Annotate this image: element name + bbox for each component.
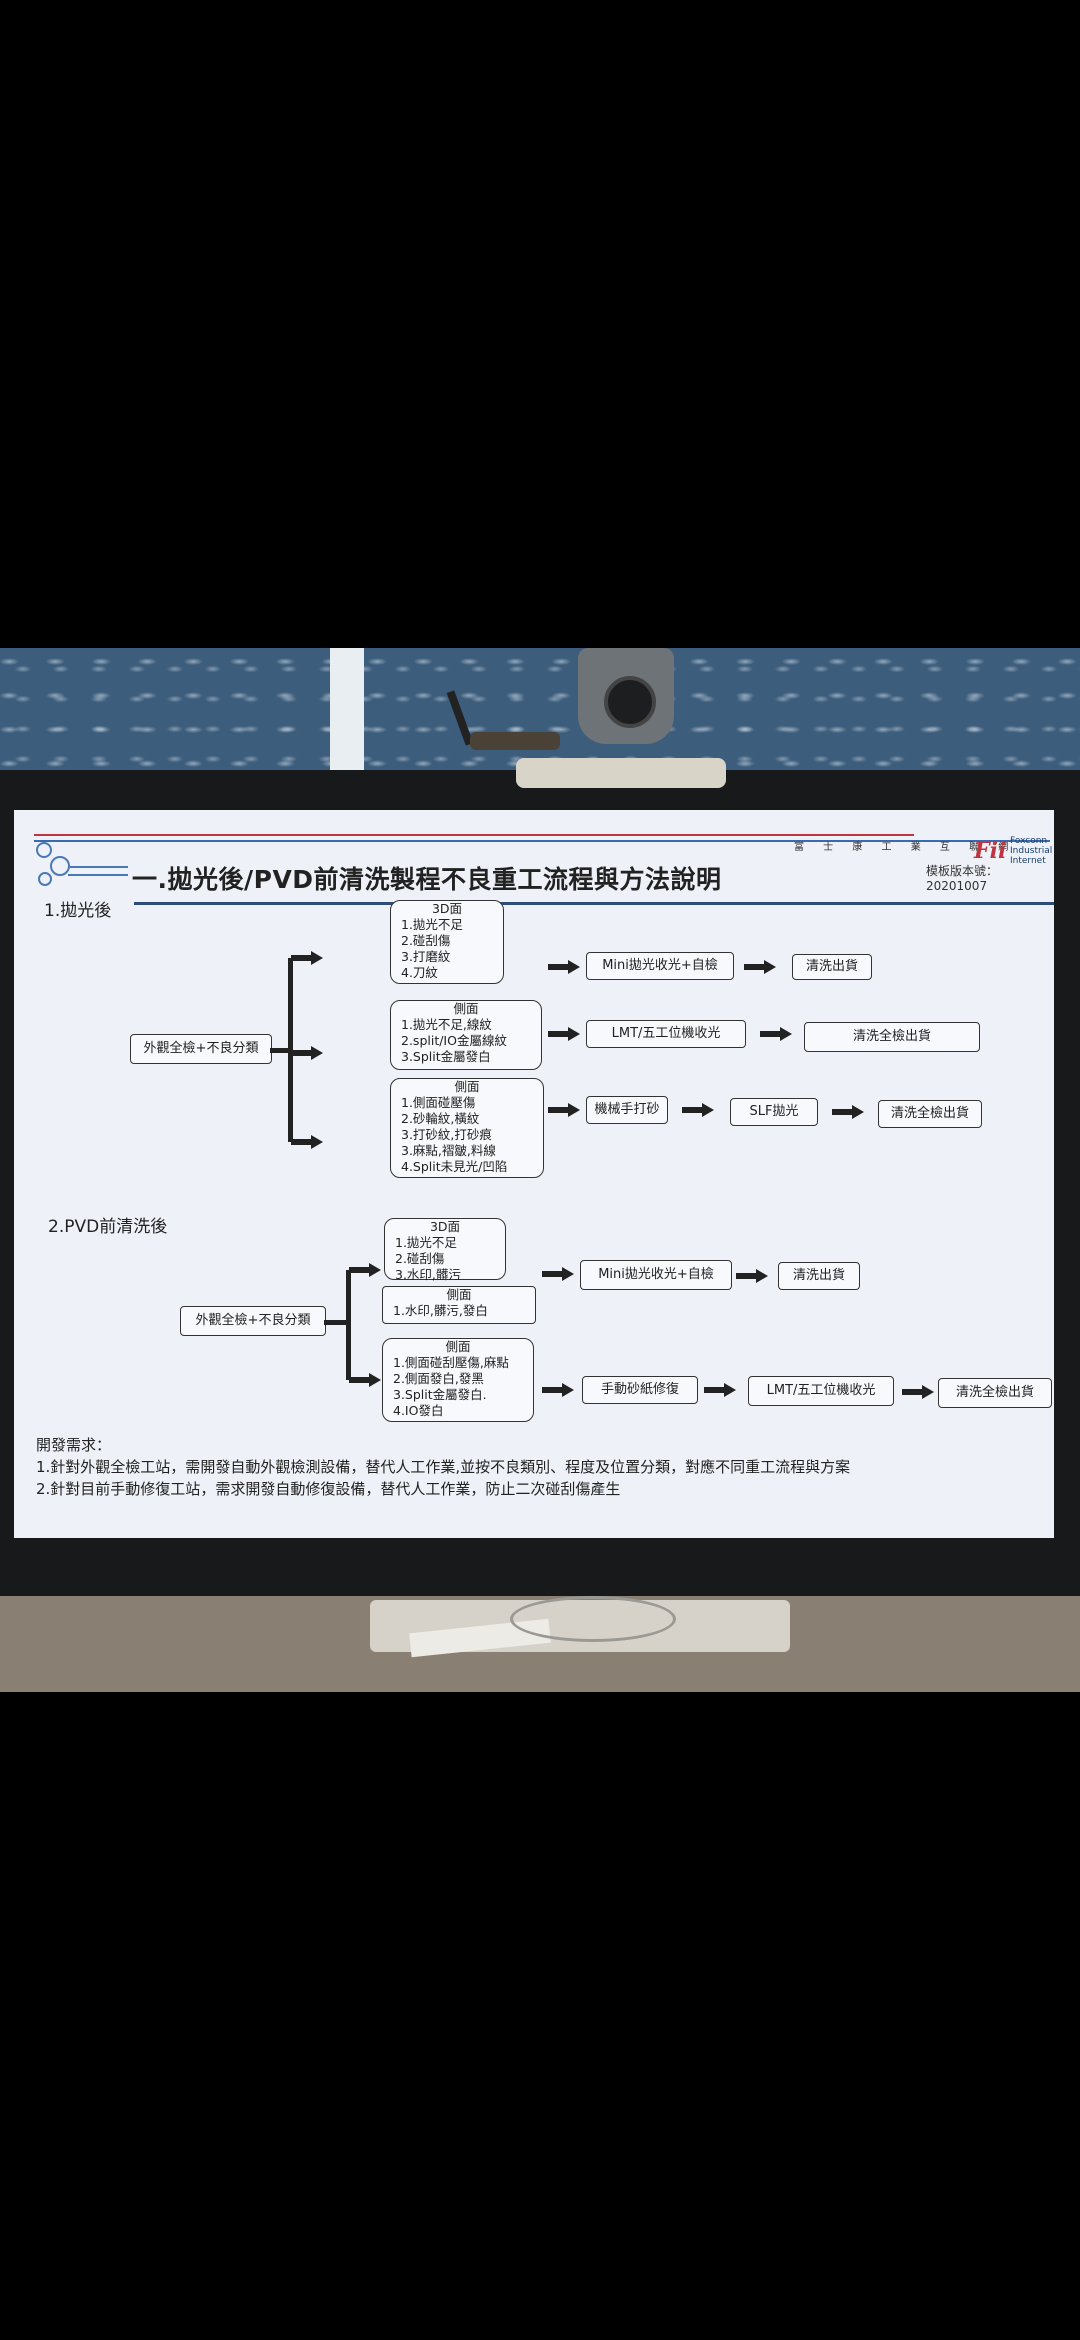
group-head: 側面: [453, 1001, 479, 1016]
group-line: 1.側面碰刮壓傷,麻點: [393, 1355, 509, 1370]
group-head: 側面: [454, 1079, 480, 1094]
requirement-line: 1.針對外觀全檢工站，需開發自動外觀檢測設備，替代人工作業,並按不良類別、程度及…: [36, 1458, 851, 1476]
section1-row2-step2: 清洗全檢出貨: [804, 1022, 980, 1052]
requirements-heading: 開發需求：: [36, 1436, 112, 1454]
wall-background: [0, 648, 1080, 778]
bracket-arrow: [349, 1263, 381, 1277]
decor-circle: [38, 872, 52, 886]
section2-label: 2.PVD前清洗後: [48, 1217, 168, 1237]
bracket-arrow: [291, 1046, 323, 1060]
flow-arrow: [736, 1269, 768, 1283]
camera-lens: [604, 676, 656, 728]
group-line: 4.Split未見光/凹陷: [401, 1159, 508, 1174]
group-line: 4.刀紋: [401, 965, 438, 980]
company-logo-text: Foxconn Industrial Internet: [1010, 836, 1053, 866]
wall-pillar: [330, 648, 364, 778]
bracket-arrow: [349, 1373, 381, 1387]
bracket-stub: [270, 1048, 290, 1053]
section1-side-group-a: 側面 1.拋光不足,線紋 2.split/IO金屬線紋 3.Split金屬發白: [390, 1000, 542, 1070]
group-line: 3.Split金屬發白: [401, 1049, 491, 1064]
group-line: 1.水印,髒污,發白: [393, 1303, 488, 1318]
group-line: 3.麻點,褶皺,料線: [401, 1143, 496, 1158]
group-line: 2.split/IO金屬線紋: [401, 1033, 507, 1048]
group-line: 3.打砂紋,打砂痕: [401, 1127, 492, 1142]
group-line: 3.水印,髒污: [395, 1267, 461, 1282]
section1-row3-step3: 清洗全檢出貨: [878, 1100, 982, 1128]
section1-label: 1.拋光後: [44, 901, 112, 921]
flow-arrow: [744, 960, 776, 974]
bracket-vertical: [346, 1270, 351, 1380]
group-line: 2.側面發白,發黑: [393, 1371, 484, 1386]
flow-arrow: [542, 1267, 574, 1281]
flow-arrow: [548, 960, 580, 974]
flow-arrow: [704, 1383, 736, 1397]
flow-arrow: [548, 1103, 580, 1117]
camera-base: [516, 758, 726, 788]
group-line: 2.砂輪紋,橫紋: [401, 1111, 480, 1126]
section1-row3-step1: 機械手打砂: [586, 1096, 668, 1124]
group-head: 3D面: [431, 901, 463, 916]
section1-source-box: 外觀全檢+不良分類: [130, 1034, 272, 1064]
flow-arrow: [902, 1385, 934, 1399]
section2-row1-step2: 清洗出貨: [778, 1262, 860, 1290]
requirement-line: 2.針對目前手動修復工站，需求開發自動修復設備，替代人工作業，防止二次碰刮傷產生: [36, 1480, 621, 1498]
flow-arrow: [760, 1027, 792, 1041]
section2-side-group-b: 側面 1.側面碰刮壓傷,麻點 2.側面發白,發黑 3.Split金屬發白. 4.…: [382, 1338, 534, 1422]
flow-arrow: [682, 1103, 714, 1117]
group-line: 1.拋光不足: [395, 1235, 457, 1250]
section2-3d-group: 3D面 1.拋光不足 2.碰刮傷 3.水印,髒污: [384, 1218, 506, 1282]
section2-row2-step3: 清洗全檢出貨: [938, 1378, 1052, 1408]
section1-row1-step2: 清洗出貨: [792, 954, 872, 980]
section2-source-box: 外觀全檢+不良分類: [180, 1306, 326, 1336]
cable-coil: [510, 1596, 676, 1642]
bracket-arrow: [291, 1135, 323, 1149]
slide-title: 一.拋光後/PVD前清洗製程不良重工流程與方法說明: [132, 865, 722, 894]
section2-row1-step1: Mini拋光收光+自檢: [580, 1260, 732, 1290]
section1-side-group-b: 側面 1.側面碰壓傷 2.砂輪紋,橫紋 3.打砂紋,打砂痕 3.麻點,褶皺,料線…: [390, 1078, 544, 1178]
section2-row2-step2: LMT/五工位機收光: [748, 1376, 894, 1406]
antenna-mount: [470, 732, 560, 750]
decor-line: [68, 866, 128, 868]
section1-row1-step1: Mini拋光收光+自檢: [586, 952, 734, 980]
flow-arrow: [548, 1027, 580, 1041]
decor-line: [68, 874, 128, 876]
group-line: 1.拋光不足: [401, 917, 463, 932]
company-logo: Fii: [974, 838, 1007, 864]
bracket-arrow: [291, 951, 323, 965]
group-head: 3D面: [429, 1219, 461, 1234]
group-line: 1.側面碰壓傷: [401, 1095, 476, 1110]
template-version: 模板版本號：20201007: [926, 864, 999, 893]
header-blue-line: [34, 840, 1050, 842]
group-line: 2.碰刮傷: [395, 1251, 445, 1266]
bracket-vertical: [288, 958, 293, 1142]
group-line: 2.碰刮傷: [401, 933, 451, 948]
group-line: 3.Split金屬發白.: [393, 1387, 487, 1402]
section1-3d-group: 3D面 1.拋光不足 2.碰刮傷 3.打磨紋 4.刀紋: [390, 900, 504, 984]
header-red-line: [34, 834, 914, 836]
group-line: 1.拋光不足,線紋: [401, 1017, 492, 1032]
bracket-stub: [324, 1320, 348, 1325]
section1-row3-step2: SLF拋光: [730, 1098, 818, 1126]
group-line: 3.打磨紋: [401, 949, 451, 964]
presentation-slide: 富 士 康 工 業 互 聯 網 Fii Foxconn Industrial I…: [14, 810, 1054, 1538]
decor-circle: [50, 856, 70, 876]
section2-row2-step1: 手動砂紙修復: [582, 1376, 698, 1404]
group-head: 側面: [445, 1339, 471, 1354]
title-underline: [134, 902, 1054, 905]
company-header: 富 士 康 工 業 互 聯 網: [794, 842, 1017, 853]
section2-side-group-a: 側面 1.水印,髒污,發白: [382, 1286, 536, 1324]
decor-circle: [36, 842, 52, 858]
section1-row2-step1: LMT/五工位機收光: [586, 1020, 746, 1048]
group-head: 側面: [446, 1287, 472, 1302]
flow-arrow: [542, 1383, 574, 1397]
flow-arrow: [832, 1105, 864, 1119]
group-line: 4.IO發白: [393, 1403, 444, 1418]
